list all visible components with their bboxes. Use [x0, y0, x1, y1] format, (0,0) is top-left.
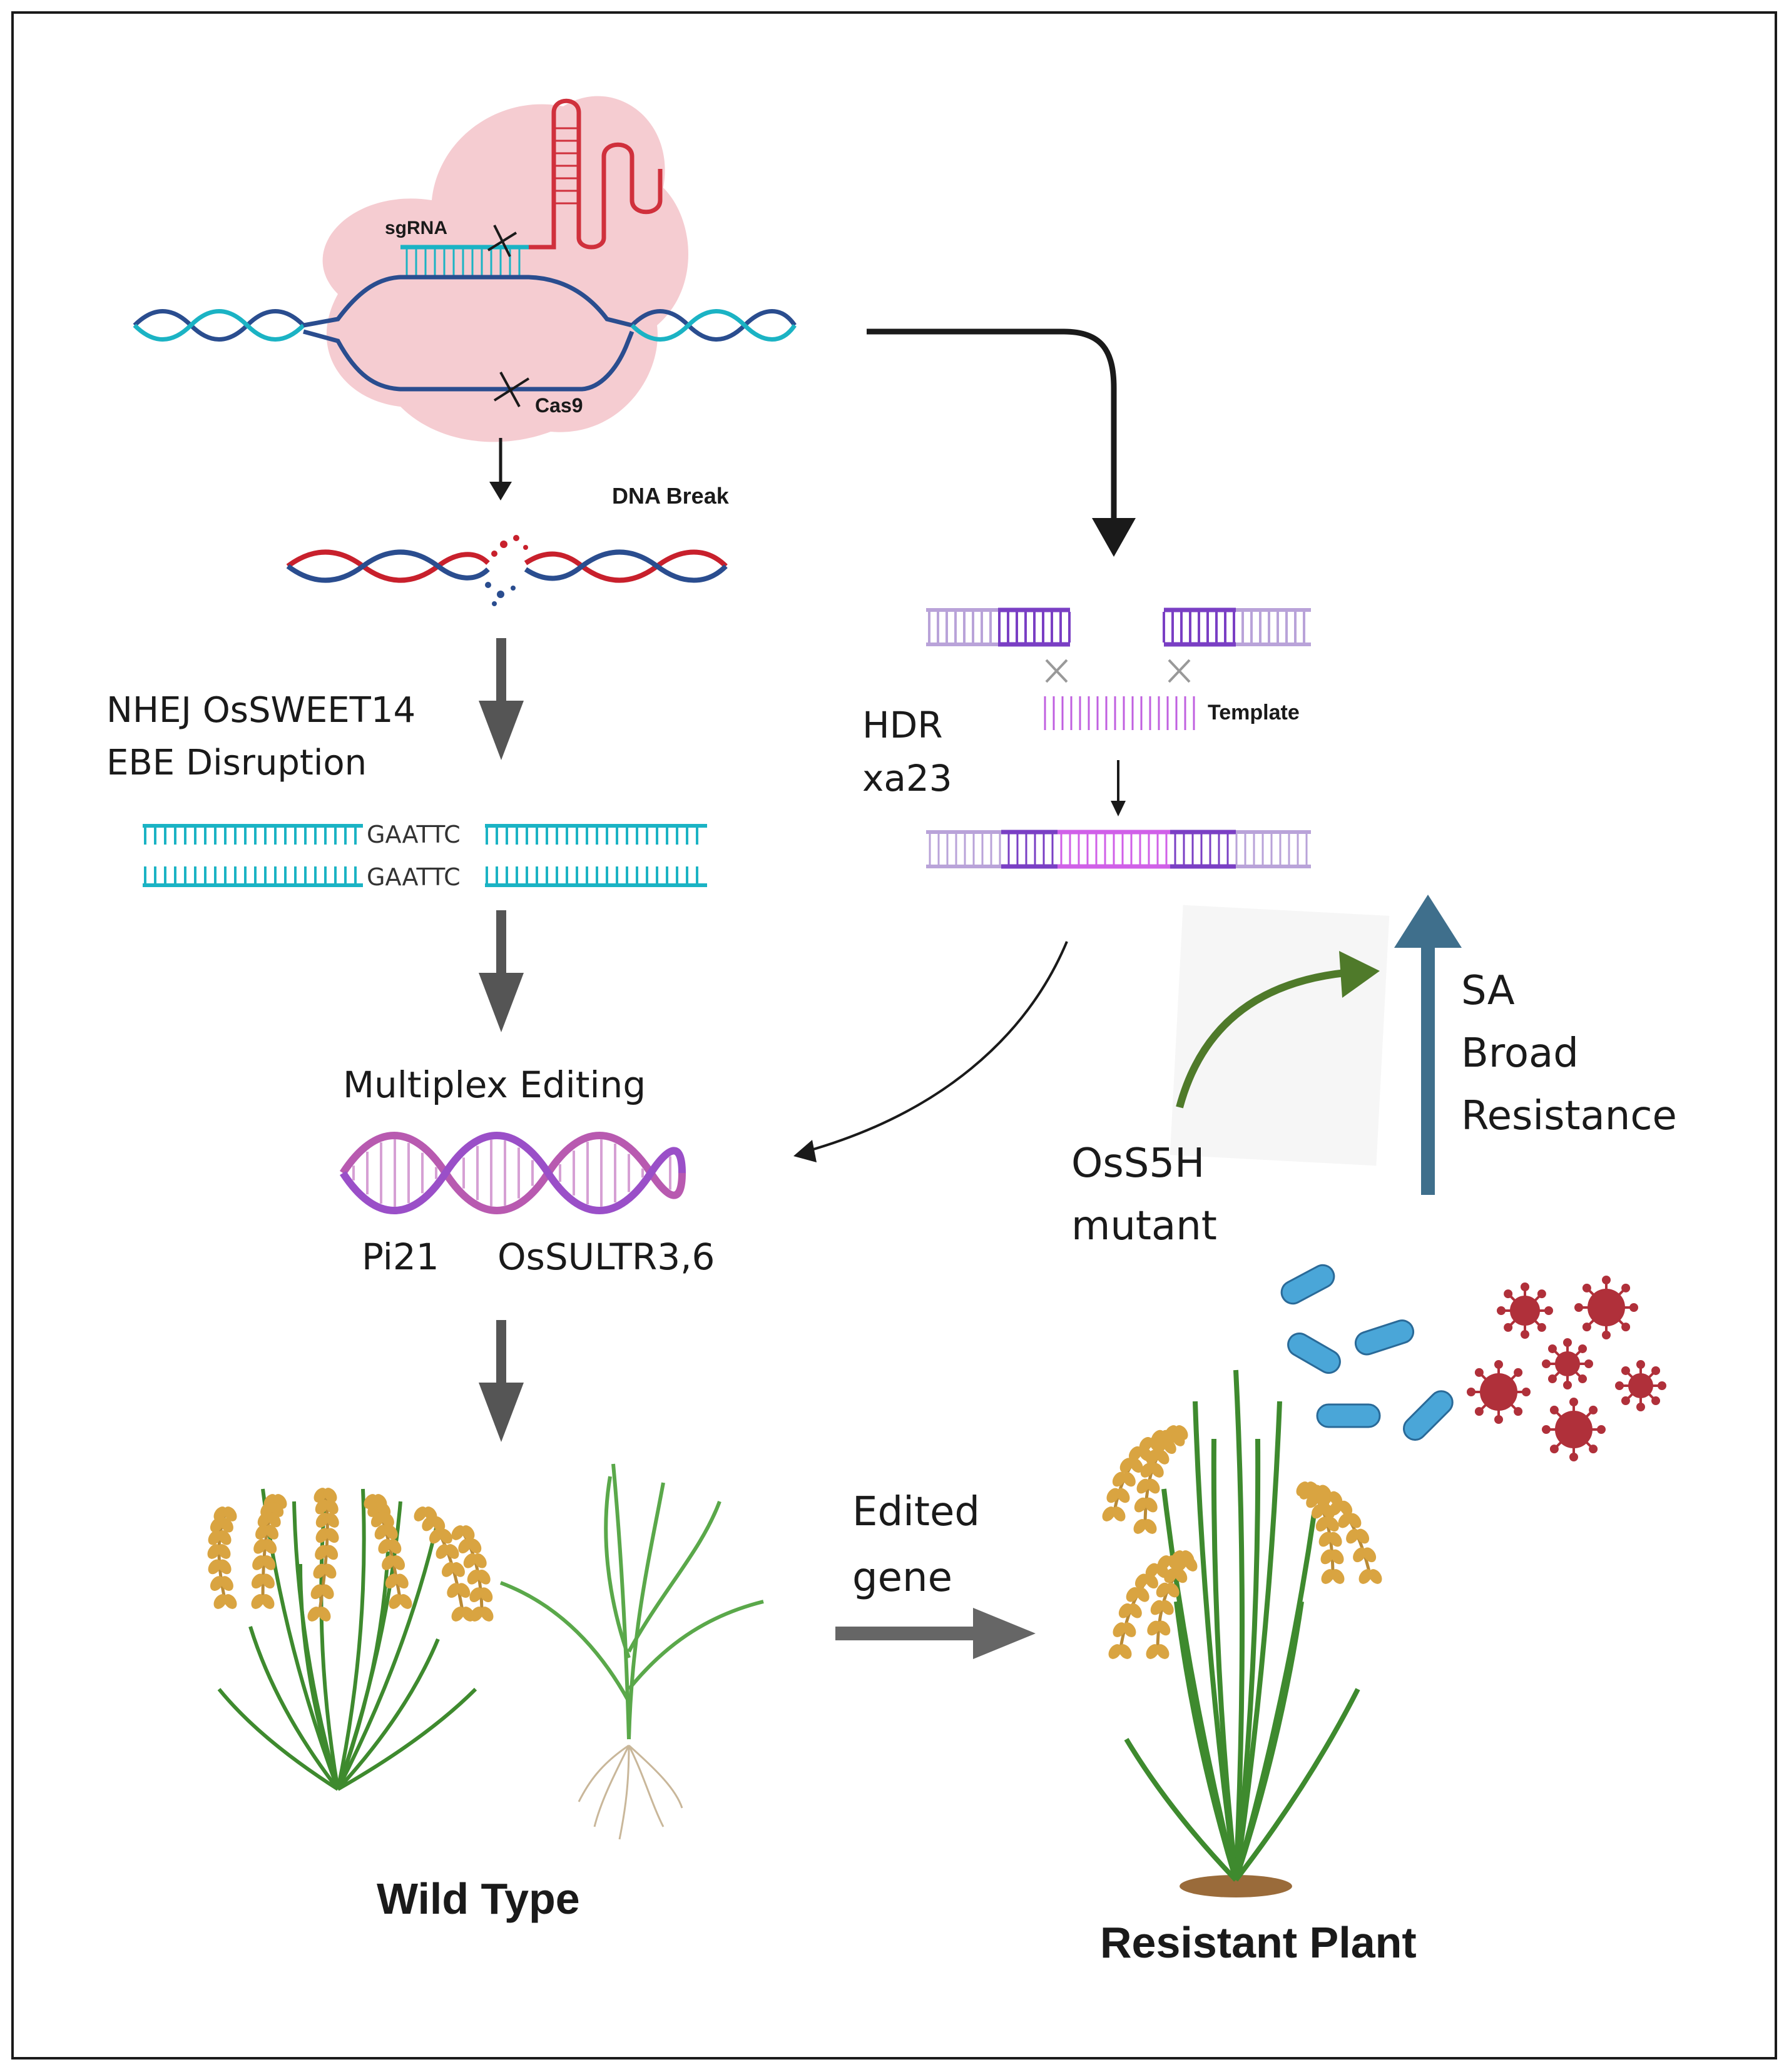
sgrna-hairpin: [529, 98, 663, 250]
cas9-label: Cas9: [535, 394, 583, 417]
oss5h-label-line2: mutant: [1071, 1203, 1217, 1249]
template-label: Template: [1208, 701, 1300, 724]
resistance-label: Resistance: [1461, 1093, 1677, 1139]
arrow-hdr-to-multiplex: [807, 941, 1068, 1152]
ebe-dna: [143, 824, 707, 887]
edited-gene-label-line2: gene: [852, 1555, 952, 1601]
hdr-label-line2: xa23: [862, 757, 952, 800]
dna-break-label: DNA Break: [612, 483, 729, 509]
wild-type-seedling: [499, 1463, 764, 1840]
virus-group: [1467, 1276, 1666, 1461]
oss5h-arrow-panel: [1170, 905, 1390, 1166]
hdr-donor-right: [1163, 607, 1311, 647]
sa-arrow: [1394, 895, 1462, 1195]
figure-border: [11, 11, 1777, 2059]
resistant-plant-label: Resistant Plant: [1100, 1918, 1417, 1967]
bacteria-group: [1280, 1264, 1454, 1441]
oss5h-arrow: [1176, 969, 1346, 1109]
target-dna: [133, 275, 797, 407]
broken-dna: [286, 535, 728, 606]
ebe-sequence-top: GAATTC: [367, 821, 461, 848]
sa-label: SA: [1461, 968, 1515, 1014]
arrow-hdr-result: [1111, 760, 1126, 816]
nhej-label-line2: EBE Disruption: [106, 743, 367, 783]
arrow-to-multiplex: [479, 910, 524, 1032]
resistant-plant: [1102, 1369, 1382, 1897]
sgrna-label: sgRNA: [385, 218, 448, 238]
wild-type-mature-plant: [207, 1488, 494, 1791]
arrow-to-dna-break: [489, 438, 512, 500]
cas9-complex: [133, 96, 797, 442]
arrow-to-hdr: [867, 328, 1117, 522]
hdr-result: [926, 830, 1311, 869]
oss5h-label-line1: OsS5H: [1071, 1140, 1205, 1187]
crossover-marks: [1045, 659, 1191, 683]
arrow-to-nhej: [479, 638, 524, 760]
sgrna-cut-mark: [487, 225, 517, 257]
hdr-label-line1: HDR: [862, 704, 943, 746]
arrow-to-wild-type: [479, 1320, 524, 1442]
hdr-template: [1039, 692, 1198, 734]
wild-type-label: Wild Type: [377, 1874, 580, 1923]
hdr-donor-left: [926, 607, 1071, 647]
multiplex-editing-label: Multiplex Editing: [343, 1064, 646, 1106]
broad-label: Broad: [1461, 1030, 1579, 1077]
ebe-sequence-bottom: GAATTC: [367, 863, 461, 891]
edited-gene-arrow: [835, 1608, 1036, 1659]
multiplex-helix: [339, 1132, 686, 1214]
cas9-cut-mark: [493, 372, 530, 407]
gene-ossultr-label: OsSULTR3,6: [497, 1236, 715, 1278]
cas9-protein-blob: [322, 96, 688, 442]
dna-fragments: [485, 535, 528, 606]
edited-gene-label-line1: Edited: [852, 1489, 980, 1535]
gene-pi21-label: Pi21: [362, 1236, 439, 1278]
nhej-label-line1: NHEJ OsSWEET14: [106, 690, 416, 731]
